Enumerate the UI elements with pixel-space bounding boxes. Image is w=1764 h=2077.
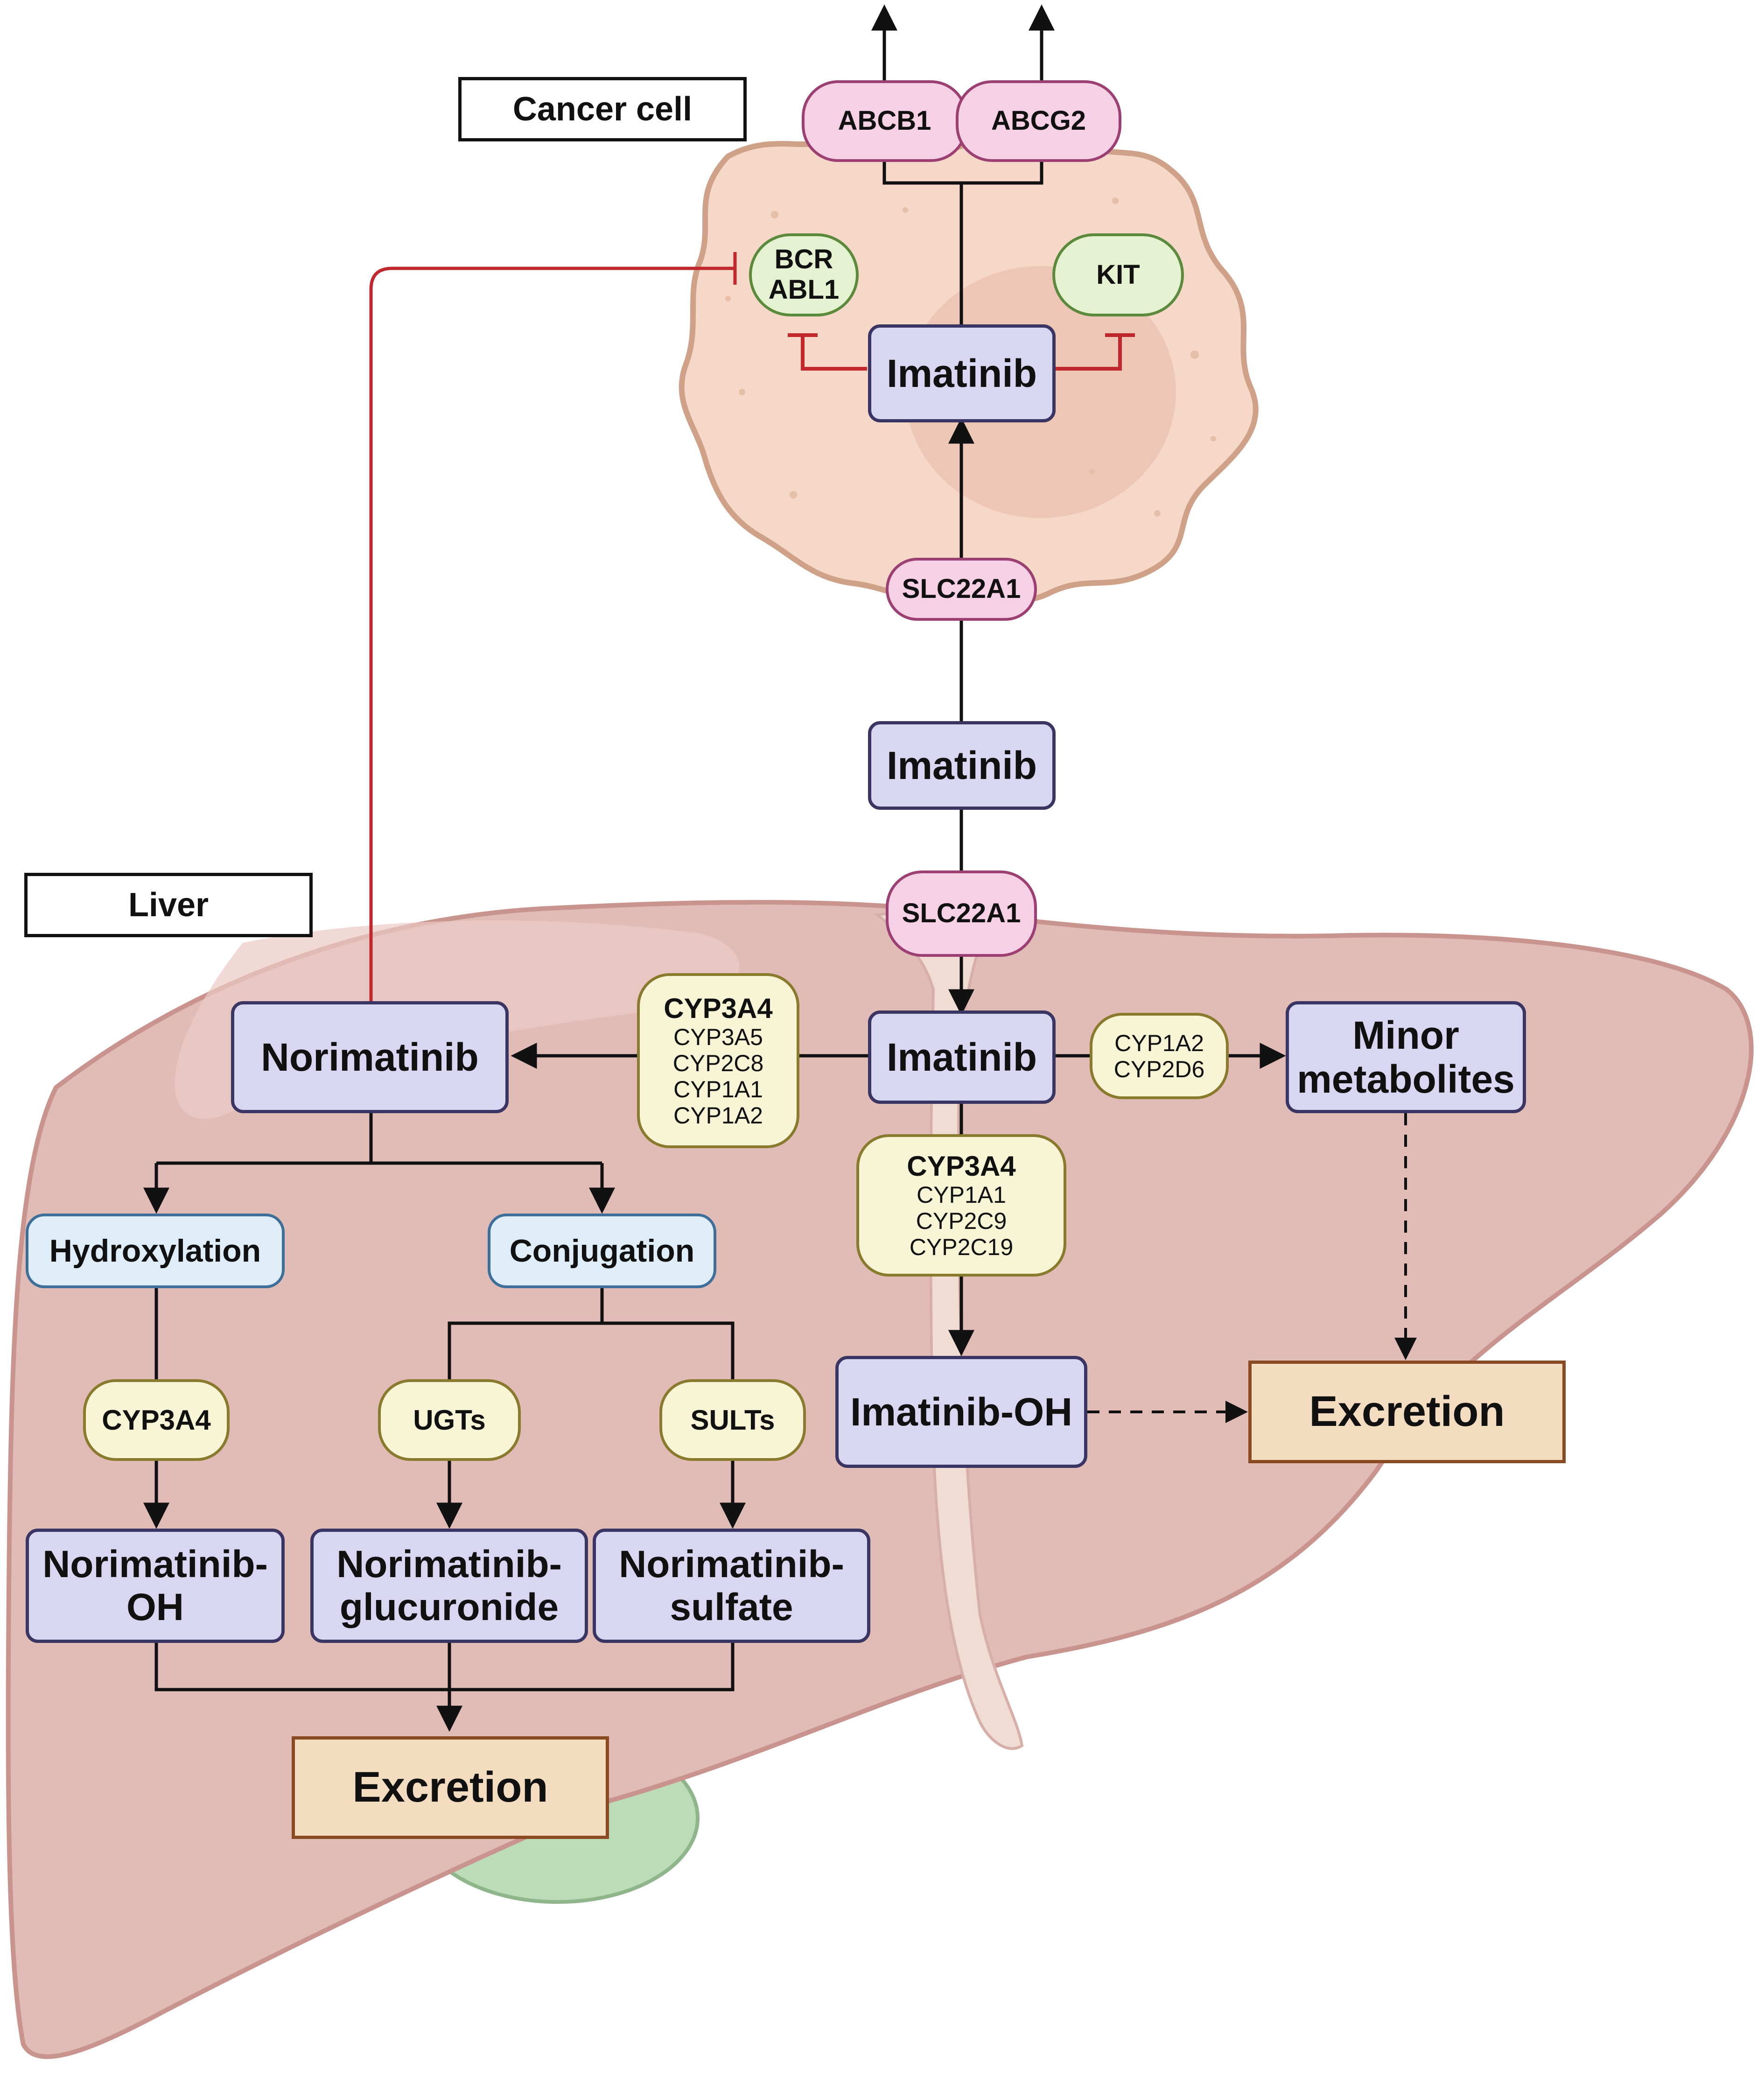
slc22a1-liver-text: SLC22A1 <box>902 898 1021 929</box>
norimatinib-sulf-line2: sulfate <box>670 1586 793 1628</box>
inhibition-kit <box>1056 333 1135 371</box>
enzyme-cyp1a1: CYP1A1 <box>673 1076 763 1103</box>
imatinib-oh-box: Imatinib-OH <box>835 1356 1087 1468</box>
norimatinib-branch-lines <box>156 1113 602 1165</box>
slc22a1-cell-text: SLC22A1 <box>902 574 1021 604</box>
kit-text: KIT <box>1096 259 1140 290</box>
inhibition-bcr-abl1 <box>788 333 867 371</box>
excretion-bottom-text: Excretion <box>352 1763 548 1811</box>
enzyme-main-cyp3a4: CYP3A4 <box>664 992 773 1024</box>
enzymes-to-norimatinib: CYP3A4 CYP3A5 CYP2C8 CYP1A1 CYP1A2 <box>637 973 799 1148</box>
norimatinib-oh-box: Norimatinib- OH <box>26 1529 285 1643</box>
cytoplasm-speckles <box>725 197 1216 517</box>
metabolites-text: metabolites <box>1297 1057 1515 1101</box>
hydroxylation-process: Hydroxylation <box>26 1214 285 1288</box>
norimatinib-sulf-line1: Norimatinib- <box>619 1543 844 1586</box>
hydroxylation-enzyme-text: CYP3A4 <box>102 1404 211 1436</box>
imatinib-cell-text: Imatinib <box>886 351 1037 395</box>
enzyme-oh-cyp2c9: CYP2C9 <box>916 1208 1007 1235</box>
imatinib-liver-box: Imatinib <box>868 1010 1056 1104</box>
conjugation-split-lines <box>448 1288 735 1379</box>
conjugation-process: Conjugation <box>488 1214 716 1288</box>
norimatinib-oh-line1: Norimatinib- <box>42 1543 268 1586</box>
hydroxylation-text: Hydroxylation <box>49 1233 261 1269</box>
norimatinib-text: Norimatinib <box>261 1035 479 1079</box>
enzyme-cyp3a5: CYP3A5 <box>673 1024 763 1051</box>
abcg2-text: ABCG2 <box>991 105 1086 136</box>
imatinib-oh-text: Imatinib-OH <box>850 1389 1072 1434</box>
abcg2-transporter: ABCG2 <box>956 80 1121 162</box>
enzyme-ugts: UGTs <box>378 1379 521 1461</box>
enzyme-cyp2c8: CYP2C8 <box>672 1050 764 1077</box>
connectors <box>143 4 1417 1732</box>
enzyme-oh-cyp3a4: CYP3A4 <box>907 1150 1016 1182</box>
bcr-text: BCR <box>774 244 833 275</box>
liver-label-text: Liver <box>128 886 209 924</box>
enzymes-to-minor: CYP1A2 CYP2D6 <box>1090 1013 1229 1099</box>
merge-lines-to-excretion <box>154 1643 735 1691</box>
norimatinib-gluc-line2: glucuronide <box>339 1586 559 1628</box>
sults-text: SULTs <box>690 1404 775 1436</box>
minor-metabolites-box: Minor metabolites <box>1286 1001 1526 1113</box>
bcr-abl1-target: BCR ABL1 <box>749 233 859 316</box>
enzyme-cyp1a2: CYP1A2 <box>673 1102 763 1129</box>
norimatinib-glucuronide-box: Norimatinib- glucuronide <box>310 1529 588 1643</box>
ugts-text: UGTs <box>413 1404 486 1436</box>
enzyme-minor-cyp2d6: CYP2D6 <box>1113 1056 1205 1082</box>
imatinib-cell-box: Imatinib <box>868 324 1056 422</box>
abcb1-text: ABCB1 <box>838 105 931 136</box>
slc22a1-transporter-cell: SLC22A1 <box>886 558 1037 621</box>
cancer-cell-label: Cancer cell <box>458 77 747 141</box>
conjugation-text: Conjugation <box>509 1233 695 1269</box>
minor-text: Minor <box>1352 1013 1459 1057</box>
norimatinib-gluc-line1: Norimatinib- <box>336 1543 562 1586</box>
enzyme-minor-cyp1a2: CYP1A2 <box>1114 1030 1204 1056</box>
imatinib-liver-text: Imatinib <box>886 1035 1037 1079</box>
enzyme-sults: SULTs <box>659 1379 806 1461</box>
kit-target: KIT <box>1052 233 1184 316</box>
imatinib-blood-text: Imatinib <box>886 743 1037 787</box>
cancer-cell-label-text: Cancer cell <box>512 90 693 128</box>
enzyme-oh-cyp1a1: CYP1A1 <box>917 1182 1006 1208</box>
excretion-right-text: Excretion <box>1309 1388 1505 1436</box>
excretion-bottom: Excretion <box>292 1736 609 1839</box>
excretion-right: Excretion <box>1248 1361 1566 1463</box>
abcb1-transporter: ABCB1 <box>802 80 967 162</box>
enzymes-to-imatinib-oh: CYP3A4 CYP1A1 CYP2C9 CYP2C19 <box>856 1134 1066 1277</box>
enzyme-oh-cyp2c19: CYP2C19 <box>909 1234 1014 1261</box>
abl1-text: ABL1 <box>768 274 840 305</box>
norimatinib-oh-line2: OH <box>126 1586 184 1628</box>
norimatinib-inhibition-line <box>369 252 737 1001</box>
norimatinib-sulfate-box: Norimatinib- sulfate <box>593 1529 870 1643</box>
imatinib-blood-box: Imatinib <box>868 721 1056 810</box>
slc22a1-transporter-liver: SLC22A1 <box>886 870 1037 957</box>
enzyme-hydroxylation-cyp3a4: CYP3A4 <box>83 1379 230 1461</box>
liver-label: Liver <box>24 873 313 937</box>
norimatinib-box: Norimatinib <box>231 1001 509 1113</box>
